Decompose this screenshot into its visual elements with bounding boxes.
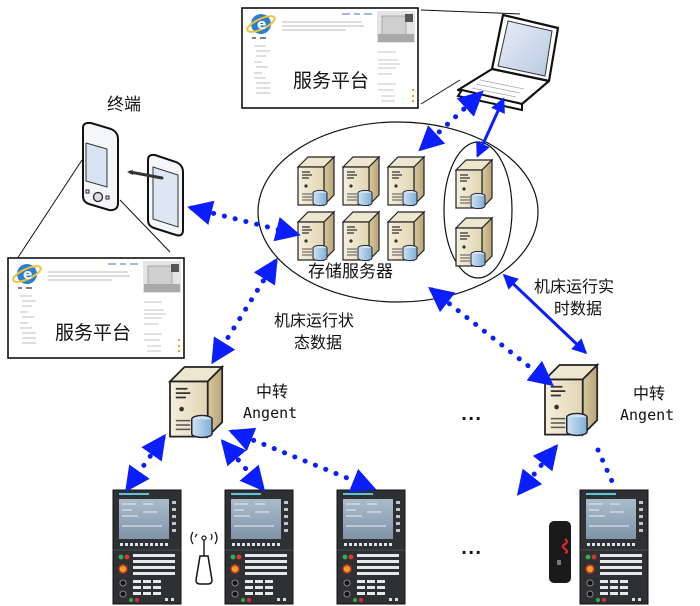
cnc-panel-3 <box>336 489 406 605</box>
realtime-data-label-line1: 机床运行实 <box>534 277 615 296</box>
links <box>125 90 618 496</box>
wireless-antenna-icon <box>190 531 218 585</box>
agent-right-server <box>544 364 599 437</box>
agent-left-label-line2: Angent <box>243 404 298 422</box>
link-agent-left-cnc3 <box>228 427 377 493</box>
agent-right-label-line2: Angent <box>620 406 675 424</box>
server-icon <box>297 211 335 262</box>
link-agent-left-cnc2 <box>220 439 266 492</box>
link-agent-right-cnc-left <box>516 444 559 496</box>
server-icon <box>387 156 425 207</box>
service-platform-top-card <box>238 7 521 109</box>
terminal-label: 终端 <box>107 95 141 115</box>
status-data-label-line2: 态数据 <box>294 333 343 352</box>
storage-servers <box>297 156 425 262</box>
machines-ellipsis: ... <box>461 539 483 558</box>
server-icon <box>342 211 380 262</box>
link-agent-left-cnc1 <box>125 433 166 493</box>
link-laptop-realtime-solid <box>476 97 505 158</box>
agent-right-label-line1: 中转 <box>633 384 666 403</box>
link-storage-agent-left <box>211 257 278 365</box>
server-icon <box>342 156 380 207</box>
web-page-thumbnail <box>241 7 419 109</box>
storage-servers-label: 存储服务器 <box>308 262 393 282</box>
connector-line <box>14 159 83 263</box>
server-icon <box>387 211 425 262</box>
server-icon <box>455 159 493 210</box>
realtime-servers <box>455 159 493 268</box>
agent-left-label-line1: 中转 <box>256 382 289 401</box>
cnc-panel-4 <box>579 489 649 605</box>
link-agent-right-cnc4 <box>595 447 618 491</box>
server-icon <box>297 156 335 207</box>
stylus-icon <box>127 170 164 180</box>
connector-line <box>119 199 171 253</box>
cnc-panel-1 <box>112 489 182 605</box>
link-laptop-storage-dotted <box>418 90 484 152</box>
pda-icon <box>82 121 119 212</box>
status-data-label-line1: 机床运行状 <box>274 311 355 330</box>
service-platform-top-label: 服务平台 <box>293 70 370 92</box>
laptop-icon <box>456 13 560 112</box>
link-realtime-agent-right <box>502 273 588 355</box>
server-icon <box>455 217 493 268</box>
usb-modem-icon <box>549 521 571 583</box>
service-platform-left-label: 服务平台 <box>55 322 132 344</box>
agent-left-server <box>169 366 224 439</box>
cnc-panel-2 <box>224 489 294 605</box>
tablet-icon <box>147 153 184 237</box>
realtime-data-label-line2: 时数据 <box>554 299 603 318</box>
agents-ellipsis: ... <box>461 405 483 424</box>
link-terminal-storage <box>187 200 301 242</box>
